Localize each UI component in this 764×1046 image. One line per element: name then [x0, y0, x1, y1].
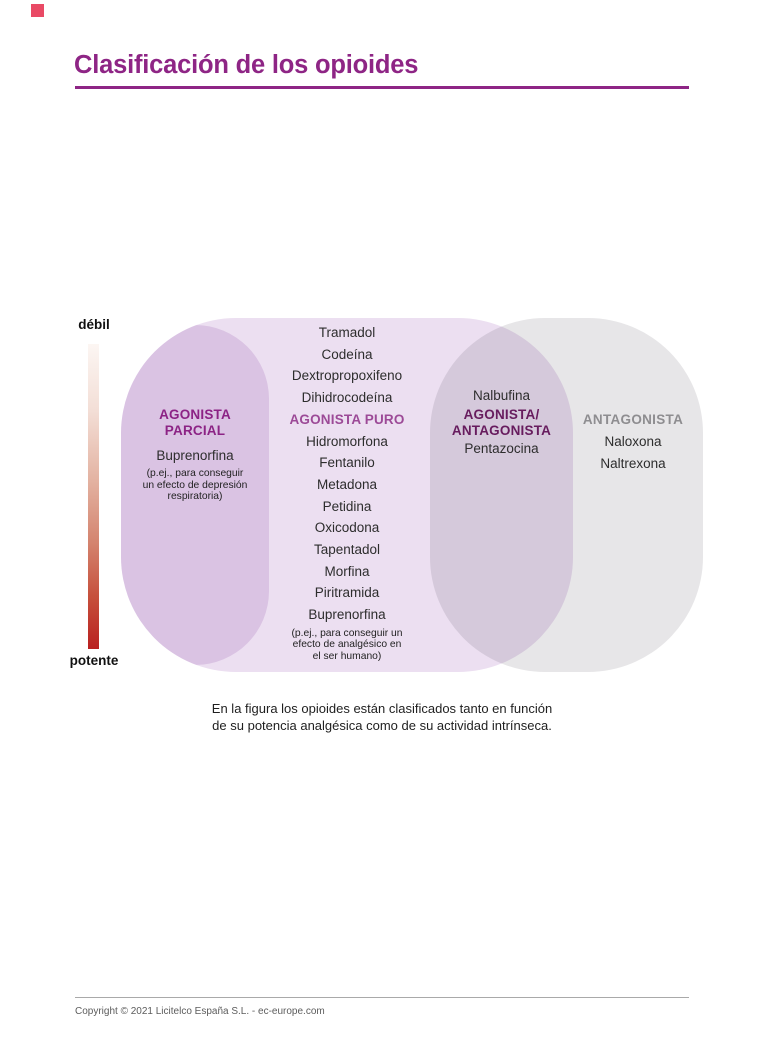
partial-agonist-note: (p.ej., para conseguir un efecto de depr… — [121, 468, 269, 503]
pure-agonist-group: Tramadol Codeína Dextropropoxifeno Dihid… — [121, 322, 573, 663]
heading-line: ANTAGONISTA — [451, 422, 552, 438]
figure-caption: En la figura los opioides están clasific… — [132, 701, 632, 734]
agonist-antagonist-heading: AGONISTA/ ANTAGONISTA — [430, 407, 573, 438]
drug-name: Metadona — [316, 476, 378, 492]
potency-gradient-bar — [88, 344, 99, 649]
antagonist-group: ANTAGONISTA Naloxona Naltrexona — [568, 409, 698, 475]
caption-line2: de su potencia analgésica como de su act… — [212, 717, 552, 733]
note-line: un efecto de depresión — [142, 479, 248, 491]
drug-name: Dihidrocodeína — [301, 390, 393, 406]
drug-name: Tramadol — [318, 325, 376, 340]
drug-name: Hidromorfona — [306, 433, 388, 449]
partial-agonist-group: AGONISTA PARCIAL Buprenorfina (p.ej., pa… — [121, 407, 269, 503]
antagonist-capsule — [430, 318, 703, 672]
drug-name: Buprenorfina — [308, 607, 386, 623]
copyright-text: Copyright © 2021 Licitelco España S.L. -… — [75, 1006, 325, 1017]
partial-agonist-heading-line2: PARCIAL — [164, 422, 226, 438]
drug-name: Petidina — [322, 498, 372, 514]
note-line: efecto de analgésico en — [292, 639, 402, 651]
pure-agonist-note: (p.ej., para conseguir un efecto de anal… — [121, 628, 573, 663]
note-line: (p.ej., para conseguir — [146, 468, 244, 479]
drug-name: Tapentadol — [313, 542, 381, 558]
axis-label-weak: débil — [78, 317, 110, 332]
heading-line: AGONISTA/ — [463, 407, 540, 422]
antagonist-heading: ANTAGONISTA — [582, 412, 684, 427]
pure-agonist-heading: AGONISTA PURO — [289, 411, 405, 427]
axis-label-potent: potente — [69, 653, 119, 668]
drug-name: Codeína — [321, 346, 373, 362]
partial-agonist-lobe — [121, 325, 269, 665]
page-title: Clasificación de los opioides — [74, 51, 419, 79]
note-line: respiratoria) — [167, 491, 223, 503]
drug-name: Piritramida — [314, 585, 380, 601]
drug-name: Naloxona — [604, 434, 662, 449]
drug-name: Nalbufina — [472, 388, 531, 403]
drug-name: Buprenorfina — [156, 448, 234, 463]
drug-name: Oxicodona — [314, 520, 380, 536]
drug-name: Pentazocina — [464, 441, 539, 456]
caption-line1: En la figura los opioides están clasific… — [211, 701, 553, 716]
title-underline — [75, 86, 689, 89]
drug-name: Naltrexona — [600, 456, 666, 471]
drug-name: Morfina — [324, 563, 370, 579]
drug-name: Fentanilo — [319, 455, 375, 471]
agonist-antagonist-group: Nalbufina AGONISTA/ ANTAGONISTA Pentazoc… — [430, 387, 573, 458]
note-line: (p.ej., para conseguir un — [291, 627, 403, 639]
drug-name: Dextropropoxifeno — [291, 368, 403, 384]
partial-agonist-heading-line1: AGONISTA — [159, 407, 231, 422]
note-line: el ser humano) — [312, 651, 382, 663]
footer-divider — [75, 997, 689, 998]
corner-marker — [31, 4, 44, 17]
